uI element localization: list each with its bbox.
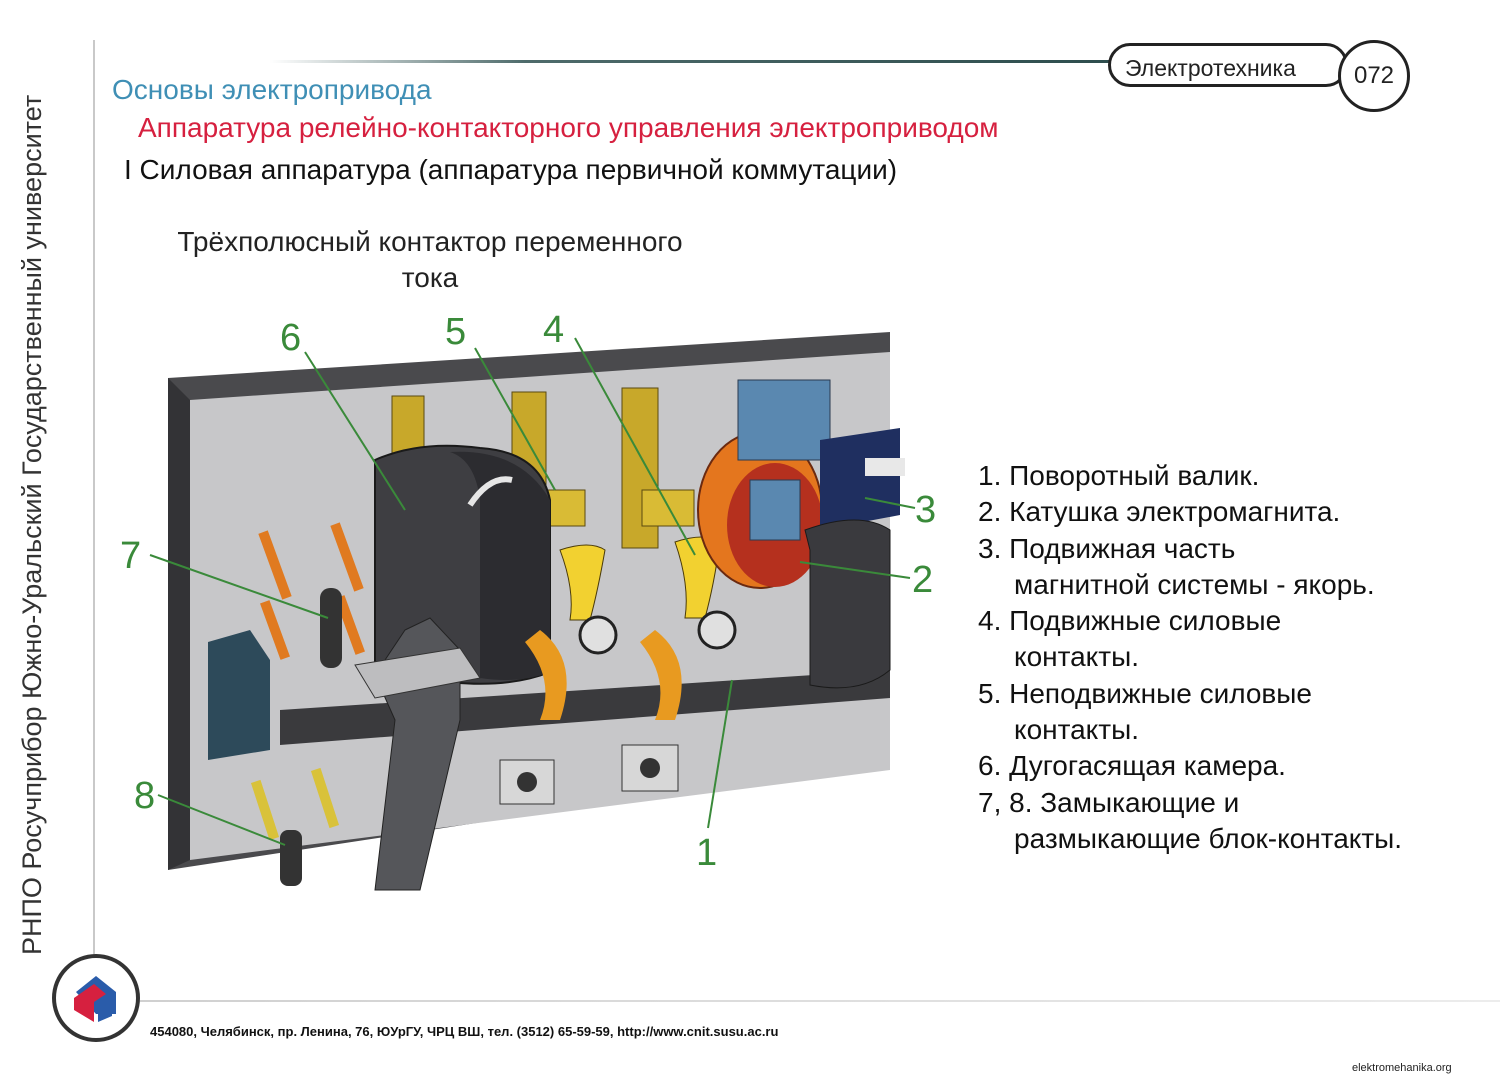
caption-line-1: Трёхполюсный контактор переменного (177, 226, 683, 257)
callout-line-2 (799, 561, 911, 579)
header-rule (270, 60, 1120, 63)
callout-7: 7 (120, 535, 141, 577)
contact-spring-b (697, 610, 737, 650)
callout-line-3 (864, 497, 916, 509)
armature (820, 428, 900, 530)
panel-side (168, 378, 190, 870)
armature-lever (804, 519, 891, 689)
legend-item-4-cont: контакты. (1014, 641, 1139, 673)
legend-item-3: 3. Подвижная часть (978, 532, 1236, 564)
callout-2: 2 (912, 559, 933, 601)
aux-contacts-lower (250, 767, 340, 886)
callout-5: 5 (445, 311, 466, 353)
subtopic-title: I Силовая аппаратура (аппаратура первичн… (124, 154, 898, 185)
callout-numbers: 6 5 4 3 2 1 7 8 (120, 309, 936, 874)
left-divider-line (93, 40, 95, 960)
legend-item-6: 6. Дугогасящая камера. (978, 750, 1286, 782)
contactor-diagram: 6 5 4 3 2 1 7 8 (120, 309, 936, 891)
contact-spring-plate-b (640, 630, 682, 720)
left-bracket (208, 630, 270, 760)
armature-plate (865, 458, 905, 476)
section-title: Основы электропривода (112, 74, 432, 105)
arc-chamber-mark (467, 476, 513, 507)
arc-chamber-front (450, 451, 550, 680)
legend-item-7-8: 7, 8. Замыкающие и (978, 786, 1240, 818)
magnetic-core-mid (749, 479, 801, 541)
aux-bridge-upper (320, 588, 342, 668)
callout-8: 8 (134, 775, 155, 817)
callout-line-6 (304, 351, 406, 511)
callout-line-1 (707, 679, 733, 829)
legend-item-4: 4. Подвижные силовые (978, 605, 1282, 637)
contact-spring-a (578, 615, 618, 655)
terminal-1 (391, 395, 425, 455)
callout-6: 6 (280, 317, 301, 359)
legend-item-7-8-cont: размыкающие блок-контакты. (1014, 822, 1403, 854)
callout-line-7 (149, 554, 329, 619)
lever-bracket (354, 647, 481, 699)
watermark: elektromehanika.org (1352, 1062, 1452, 1074)
bottom-screw-1 (517, 772, 537, 792)
footer-address: 454080, Челябинск, пр. Ленина, 76, ЮУрГУ… (150, 1024, 779, 1039)
callout-line-4 (574, 337, 696, 556)
contact-spring-plate-a (525, 630, 567, 720)
moving-contact-a (559, 544, 606, 621)
callout-3: 3 (915, 489, 936, 531)
course-badge: Электротехника (1108, 43, 1348, 87)
legend-item-2: 2. Катушка электромагнита. (978, 496, 1341, 528)
legend-item-5: 5. Неподвижные силовые (978, 677, 1313, 709)
callout-line-5 (474, 347, 556, 491)
legend-item-5-cont: контакты. (1014, 714, 1139, 746)
callout-lines (149, 337, 916, 846)
diagram-caption: Трёхполюсный контактор переменного тока (110, 224, 750, 296)
university-logo (52, 954, 140, 1042)
aux-contacts-upper (258, 522, 365, 668)
bottom-screw-2 (640, 758, 660, 778)
page-number: 072 (1338, 40, 1410, 112)
caption-line-2: тока (401, 262, 459, 293)
university-vertical-label: РНПО Росучприбор Южно-Уральский Государс… (17, 94, 47, 955)
aux-bridge-lower (280, 830, 302, 886)
callout-4: 4 (543, 309, 564, 351)
magnetic-core-top (737, 379, 831, 461)
callout-1: 1 (696, 832, 717, 874)
footer-rule (140, 1000, 1500, 1002)
legend-item-3-cont: магнитной системы - якорь. (1014, 568, 1375, 600)
legend-list: 1. Поворотный валик. 2. Катушка электром… (978, 458, 1402, 857)
legend-item-1: 1. Поворотный валик. (978, 460, 1260, 491)
topic-title: Аппаратура релейно-контакторного управле… (138, 112, 999, 143)
callout-line-8 (157, 794, 286, 846)
